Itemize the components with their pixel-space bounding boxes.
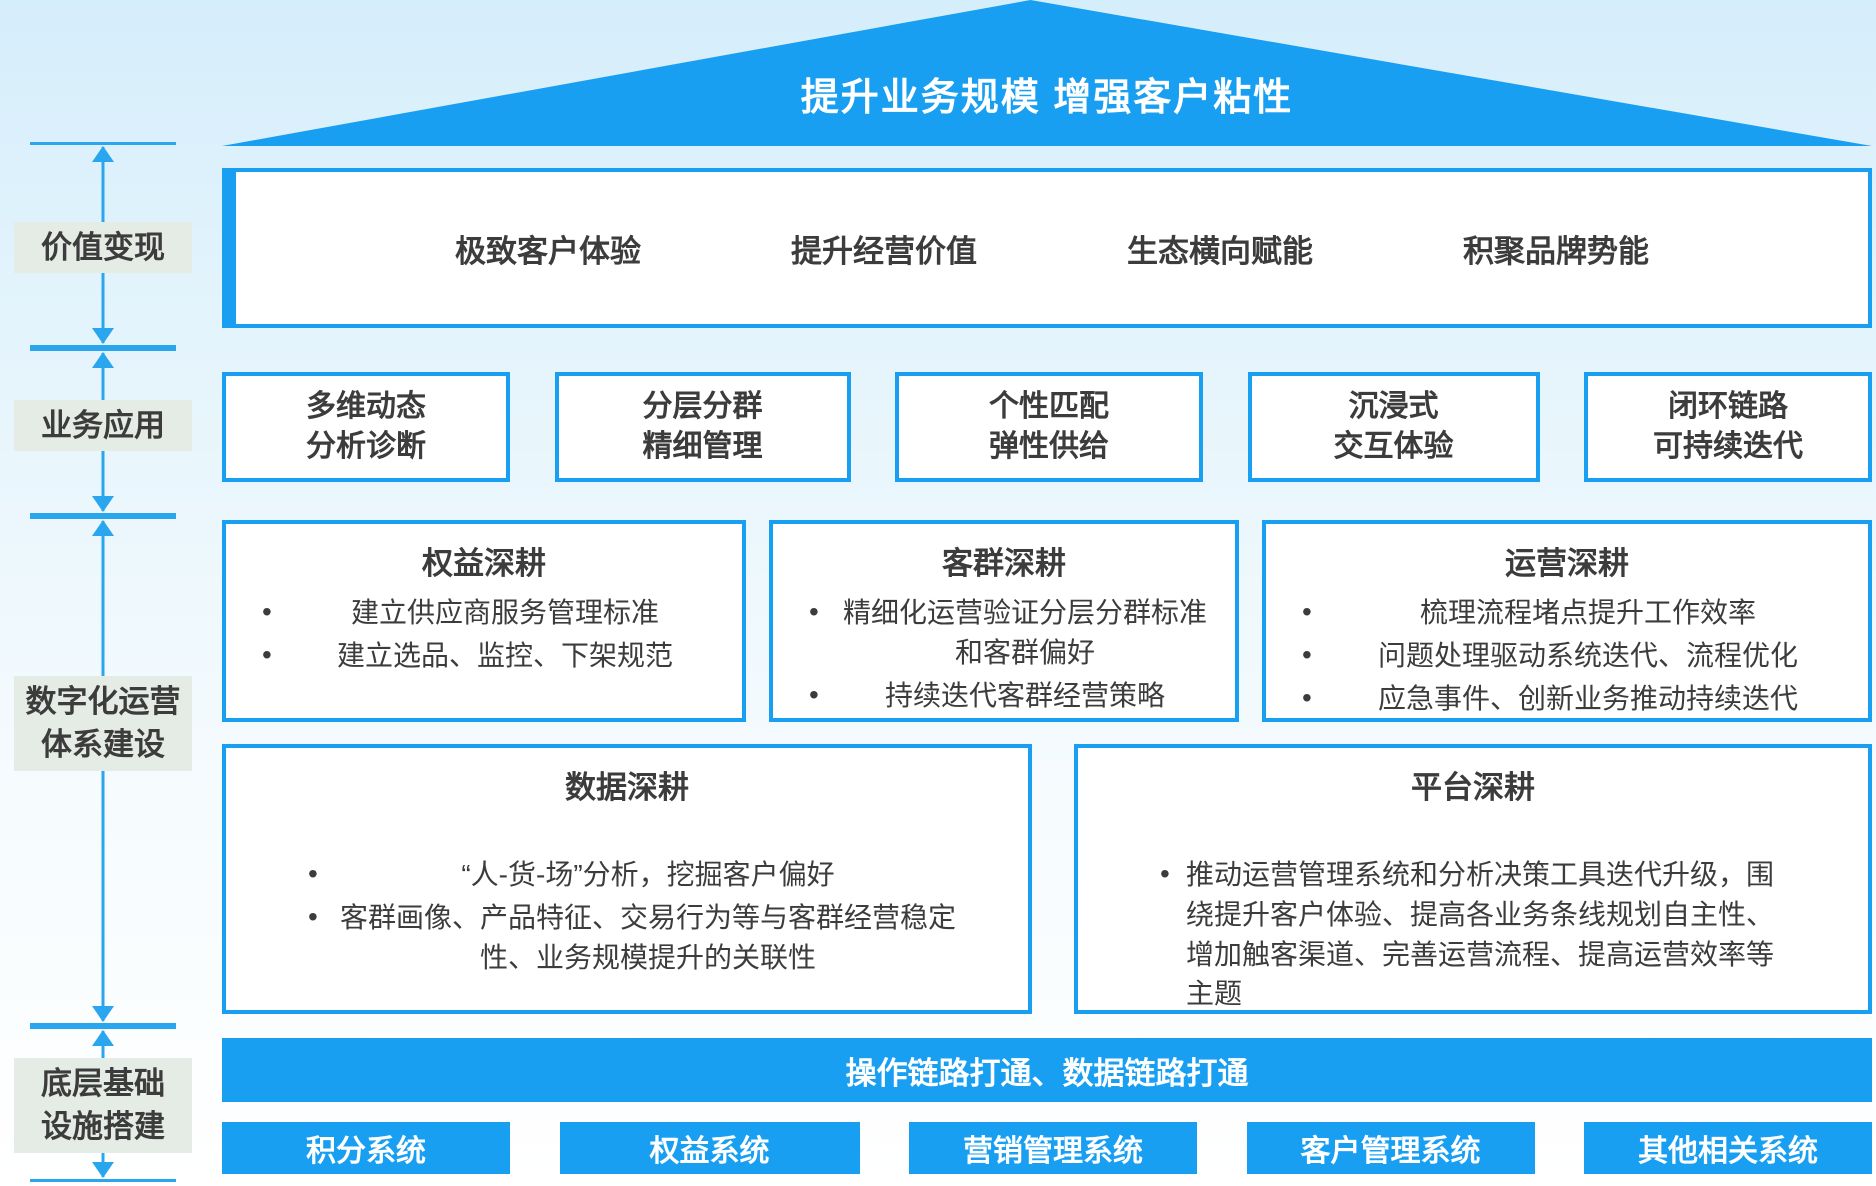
axis-segment-digital: [30, 516, 176, 1026]
side-label-value: 价值变现: [14, 222, 192, 274]
bullet-list: 精细化运营验证分层分群标准和客群偏好 持续迭代客群经营策略: [773, 592, 1235, 716]
arrow-down-icon: [92, 1162, 114, 1178]
side-label-text-line1: 底层基础: [41, 1066, 165, 1101]
bullet-item: 推动运营管理系统和分析决策工具迭代升级，围绕提升客户体验、提高各业务条线规划自主…: [1138, 854, 1828, 1014]
platform-deep-dive-box: 平台深耕 推动运营管理系统和分析决策工具迭代升级，围绕提升客户体验、提高各业务条…: [1074, 744, 1872, 1014]
application-box: 个性匹配 弹性供给: [895, 372, 1203, 482]
systems-row: 积分系统 权益系统 营销管理系统 客户管理系统 其他相关系统: [222, 1122, 1872, 1174]
arrow-down-icon: [92, 496, 114, 512]
value-item: 生态横向赋能: [1127, 233, 1313, 269]
application-box-line2: 交互体验: [1333, 430, 1454, 463]
bullet-list: 梳理流程堵点提升工作效率 问题处理驱动系统迭代、流程优化 应急事件、创新业务推动…: [1266, 592, 1868, 719]
box-title: 权益深耕: [422, 546, 546, 581]
axis-cap: [30, 345, 176, 348]
box-title: 数据深耕: [565, 770, 689, 805]
application-box: 沉浸式 交互体验: [1247, 372, 1540, 482]
deep-dive-row-1: 权益深耕 建立供应商服务管理标准 建立选品、监控、下架规范 客群深耕 精细化运营…: [222, 520, 1872, 722]
axis-cap: [30, 516, 176, 519]
system-box-label: 其他相关系统: [1638, 1135, 1818, 1168]
system-box-label: 权益系统: [649, 1135, 770, 1168]
value-item: 积聚品牌势能: [1463, 233, 1649, 269]
application-box: 多维动态 分析诊断: [222, 372, 510, 482]
side-label-text: 价值变现: [41, 230, 165, 265]
application-box-line2: 分析诊断: [306, 430, 426, 463]
system-box: 客户管理系统: [1246, 1122, 1535, 1174]
bullet-item: 建立选品、监控、下架规范: [240, 635, 728, 676]
axis-cap: [30, 348, 176, 351]
application-box-line2: 精细管理: [642, 430, 763, 463]
value-item: 极致客户体验: [455, 233, 641, 269]
system-box: 权益系统: [559, 1122, 860, 1174]
bullet-list: 建立供应商服务管理标准 建立选品、监控、下架规范: [226, 592, 742, 676]
value-realization-box: 极致客户体验 提升经营价值 生态横向赋能 积聚品牌势能: [222, 168, 1872, 328]
value-item: 提升经营价值: [791, 233, 977, 269]
bullet-list: “人-货-场”分析，挖掘客户偏好 客群画像、产品特征、交易行为等与客群经营稳定性…: [226, 854, 1028, 978]
application-box: 分层分群 精细管理: [554, 372, 851, 482]
arrow-down-icon: [92, 328, 114, 344]
application-row: 多维动态 分析诊断 分层分群 精细管理 个性匹配 弹性供给 沉浸式 交互体验 闭…: [222, 372, 1872, 482]
bullet-item: 梳理流程堵点提升工作效率: [1280, 592, 1854, 633]
application-box-line1: 多维动态: [306, 389, 426, 423]
bullet-item: 建立供应商服务管理标准: [240, 592, 728, 633]
system-box: 营销管理系统: [909, 1122, 1197, 1174]
roof-title: 提升业务规模 增强客户粘性: [800, 77, 1294, 119]
system-box: 积分系统: [222, 1122, 510, 1174]
bullet-list: 推动运营管理系统和分析决策工具迭代升级，围绕提升客户体验、提高各业务条线规划自主…: [1078, 854, 1868, 1014]
side-label-text-line2: 设施搭建: [41, 1109, 165, 1145]
bullet-item: 客群画像、产品特征、交易行为等与客群经营稳定性、业务规模提升的关联性: [286, 897, 968, 978]
system-box-label: 营销管理系统: [963, 1135, 1143, 1168]
bullet-item: 精细化运营验证分层分群标准和客群偏好: [787, 592, 1221, 673]
chain-bar: 操作链路打通、数据链路打通: [222, 1038, 1872, 1102]
operations-deep-dive-box: 运营深耕 梳理流程堵点提升工作效率 问题处理驱动系统迭代、流程优化 应急事件、创…: [1262, 520, 1872, 722]
chain-bar-text: 操作链路打通、数据链路打通: [845, 1055, 1249, 1091]
side-label-application: 业务应用: [14, 400, 192, 452]
customers-deep-dive-box: 客群深耕 精细化运营验证分层分群标准和客群偏好 持续迭代客群经营策略: [769, 520, 1239, 722]
application-box: 闭环链路 可持续迭代: [1584, 372, 1872, 482]
application-box-line2: 弹性供给: [989, 430, 1109, 463]
side-label-text-line2: 体系建设: [41, 727, 165, 763]
system-box-label: 积分系统: [306, 1135, 426, 1168]
side-label-foundation: 底层基础 设施搭建: [14, 1058, 192, 1153]
box-title: 平台深耕: [1411, 770, 1535, 805]
axis-cap: [30, 1023, 176, 1026]
side-label-text-line1: 数字化运营: [25, 684, 181, 719]
axis-cap: [30, 513, 176, 516]
application-box-line1: 个性匹配: [989, 389, 1109, 423]
axis-cap: [30, 1179, 176, 1182]
axis-cap: [30, 1026, 176, 1029]
rights-deep-dive-box: 权益深耕 建立供应商服务管理标准 建立选品、监控、下架规范: [222, 520, 746, 722]
axis-cap: [30, 142, 176, 145]
side-label-text: 业务应用: [41, 408, 165, 443]
box-title: 客群深耕: [942, 546, 1066, 581]
bullet-item: 应急事件、创新业务推动持续迭代: [1280, 678, 1854, 719]
arrow-down-icon: [92, 1006, 114, 1022]
side-label-digital: 数字化运营 体系建设: [14, 676, 192, 771]
bullet-item: 问题处理驱动系统迭代、流程优化: [1280, 635, 1854, 676]
deep-dive-row-2: 数据深耕 “人-货-场”分析，挖掘客户偏好 客群画像、产品特征、交易行为等与客群…: [222, 744, 1872, 1014]
data-deep-dive-box: 数据深耕 “人-货-场”分析，挖掘客户偏好 客群画像、产品特征、交易行为等与客群…: [222, 744, 1032, 1014]
axis-shaft: [101, 521, 105, 1021]
system-box: 其他相关系统: [1584, 1122, 1872, 1174]
application-box-line1: 分层分群: [642, 389, 763, 423]
system-box-label: 客户管理系统: [1300, 1135, 1481, 1168]
bullet-item: “人-货-场”分析，挖掘客户偏好: [286, 854, 968, 895]
box-title: 运营深耕: [1505, 546, 1629, 581]
bullet-item: 持续迭代客群经营策略: [787, 675, 1221, 716]
application-box-line1: 闭环链路: [1668, 389, 1788, 423]
application-box-line2: 可持续迭代: [1653, 430, 1803, 463]
application-box-line1: 沉浸式: [1348, 389, 1439, 423]
